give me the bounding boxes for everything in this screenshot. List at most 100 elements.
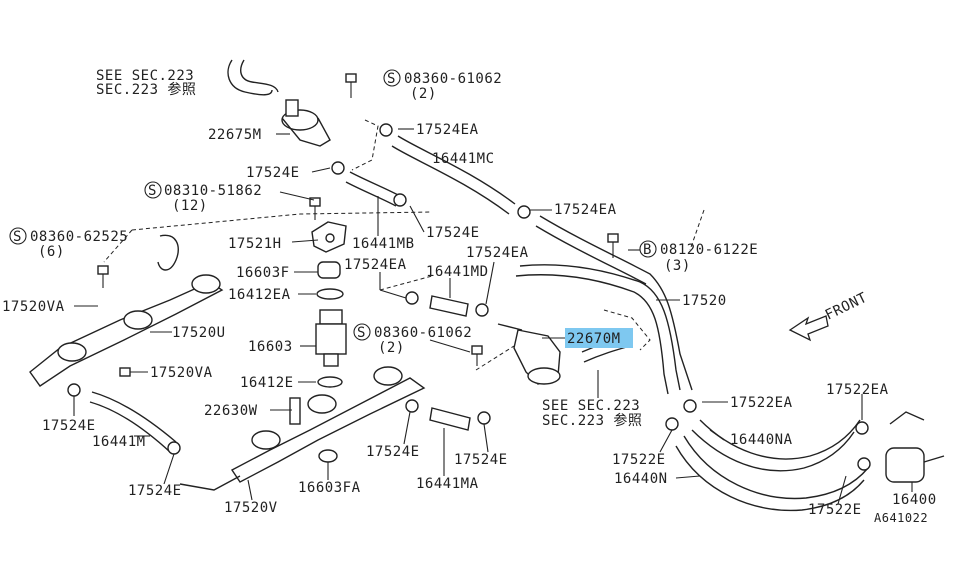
label-17522E-1[interactable]: 17522E xyxy=(612,452,666,468)
injector-16603-top xyxy=(319,309,343,325)
label-bolt-62525-qty: (6) xyxy=(38,244,65,260)
label-see-sec-top-1: SEE SEC.223 xyxy=(96,68,194,84)
rail-port-1 xyxy=(191,274,221,294)
label-17522E-2[interactable]: 17522E xyxy=(808,502,862,518)
label-bolt-51862-qty: (12) xyxy=(172,198,208,214)
label-17524E-2[interactable]: 17524E xyxy=(426,225,480,241)
regulator-nipple xyxy=(497,323,523,331)
label-17524E-5[interactable]: 17524E xyxy=(454,452,508,468)
insulator-16603F xyxy=(317,261,341,279)
bolt-prefix-s-3: S xyxy=(13,229,22,245)
hose-16441MB xyxy=(349,171,401,197)
label-16441M[interactable]: 16441M xyxy=(92,434,146,450)
fuel-tube-17520-b xyxy=(515,274,669,395)
rail-tube-right xyxy=(179,475,241,491)
fuel-tube-17520-d xyxy=(535,225,647,285)
injector-16603-body xyxy=(315,323,347,355)
label-bolt-top-qty: (2) xyxy=(410,86,437,102)
label-bolt-top: 08360-61062 xyxy=(404,71,502,87)
label-bolt-51862: 08310-51862 xyxy=(164,183,262,199)
bolt-prefix-s-2: S xyxy=(148,183,157,199)
valve-22675M-body xyxy=(281,117,331,147)
hose-16441MA xyxy=(429,407,471,431)
highlight-22670M xyxy=(565,328,633,348)
label-16441MA[interactable]: 16441MA xyxy=(416,476,479,492)
label-16440N[interactable]: 16440N xyxy=(614,471,668,487)
label-22630W[interactable]: 22630W xyxy=(204,403,258,419)
bracket-17521H-hole xyxy=(325,233,335,243)
label-bolt-6122E: 08120-6122E xyxy=(660,242,758,258)
fuel-tube-17520-c xyxy=(539,215,693,391)
label-17520U[interactable]: 17520U xyxy=(172,325,226,341)
label-see-sec-mid-1: SEE SEC.223 xyxy=(542,398,640,414)
hose-16441MC-b xyxy=(391,145,510,215)
hose-16440NA-b xyxy=(691,429,855,472)
rail-port-4 xyxy=(373,366,403,386)
label-22670M[interactable]: 22670M xyxy=(567,331,621,347)
label-17520VA-2[interactable]: 17520VA xyxy=(150,365,213,381)
label-17524EA-4[interactable]: 17524EA xyxy=(344,257,407,273)
label-17520[interactable]: 17520 xyxy=(682,293,727,309)
label-16412EA[interactable]: 16412EA xyxy=(228,287,291,303)
label-see-sec-top-2: SEC.223 参照 xyxy=(96,81,196,98)
bolt-prefix-b: B xyxy=(643,242,652,258)
label-17524EA-1[interactable]: 17524EA xyxy=(416,122,479,138)
label-17524E-3[interactable]: 17524E xyxy=(42,418,96,434)
hose-16441MD xyxy=(429,295,469,317)
label-16441MD[interactable]: 16441MD xyxy=(426,264,489,280)
label-17524E-6[interactable]: 17524E xyxy=(128,483,182,499)
fuel-rail-17520V xyxy=(230,377,426,483)
label-17524E-4[interactable]: 17524E xyxy=(366,444,420,460)
label-16412E[interactable]: 16412E xyxy=(240,375,294,391)
insulator-16603FA xyxy=(318,449,338,463)
label-16603F[interactable]: 16603F xyxy=(236,265,290,281)
hose-16441MC xyxy=(397,135,516,205)
rail-tube-left xyxy=(157,234,179,271)
label-17522EA-1[interactable]: 17522EA xyxy=(730,395,793,411)
bolt-prefix-s-1: S xyxy=(387,71,396,87)
label-16440NA[interactable]: 16440NA xyxy=(730,432,793,448)
label-22675M[interactable]: 22675M xyxy=(208,127,262,143)
label-16441MB[interactable]: 16441MB xyxy=(352,236,415,252)
fuel-filter-pipe xyxy=(889,411,925,425)
label-17521H[interactable]: 17521H xyxy=(228,236,282,252)
vacuum-hose-top xyxy=(227,59,273,96)
hose-16441M xyxy=(91,391,177,443)
o-ring-16412EA xyxy=(316,288,344,300)
clamps xyxy=(67,123,871,471)
hose-16440N-b xyxy=(675,445,865,512)
hose-16441MB-b xyxy=(345,181,397,207)
reference-lines xyxy=(103,119,705,371)
label-17524EA-2[interactable]: 17524EA xyxy=(554,202,617,218)
label-16441MC[interactable]: 16441MC xyxy=(432,151,495,167)
label-17520V[interactable]: 17520V xyxy=(224,500,278,516)
label-bolt-61062: 08360-61062 xyxy=(374,325,472,341)
label-front: FRONT xyxy=(823,290,870,324)
label-17520VA-1[interactable]: 17520VA xyxy=(2,299,65,315)
bolt-prefix-s-4: S xyxy=(357,325,366,341)
o-ring-16412E xyxy=(317,376,343,388)
label-16400[interactable]: 16400 xyxy=(892,492,937,508)
hose-16440NA xyxy=(699,419,861,460)
label-16603FA[interactable]: 16603FA xyxy=(298,480,361,496)
rail-port-6 xyxy=(251,430,281,450)
rail-port-5 xyxy=(307,394,337,414)
vacuum-hose-top-inner xyxy=(240,59,279,93)
label-bolt-61062-qty: (2) xyxy=(378,340,405,356)
fuel-filter-outlet xyxy=(923,455,945,463)
label-17524EA-3[interactable]: 17524EA xyxy=(466,245,529,261)
front-arrow-icon xyxy=(788,315,829,342)
label-16603[interactable]: 16603 xyxy=(248,339,293,355)
label-17524E-1[interactable]: 17524E xyxy=(246,165,300,181)
label-bolt-62525: 08360-62525 xyxy=(30,229,128,245)
label-17522EA-2[interactable]: 17522EA xyxy=(826,382,889,398)
label-see-sec-mid-2: SEC.223 参照 xyxy=(542,412,642,429)
rail-port-3 xyxy=(57,342,87,362)
regulator-22670M-cap xyxy=(527,367,561,385)
injector-16603-tip xyxy=(323,353,339,367)
bolts xyxy=(97,73,619,377)
label-bolt-6122E-qty: (3) xyxy=(664,258,691,274)
hose-16440N xyxy=(683,435,869,500)
